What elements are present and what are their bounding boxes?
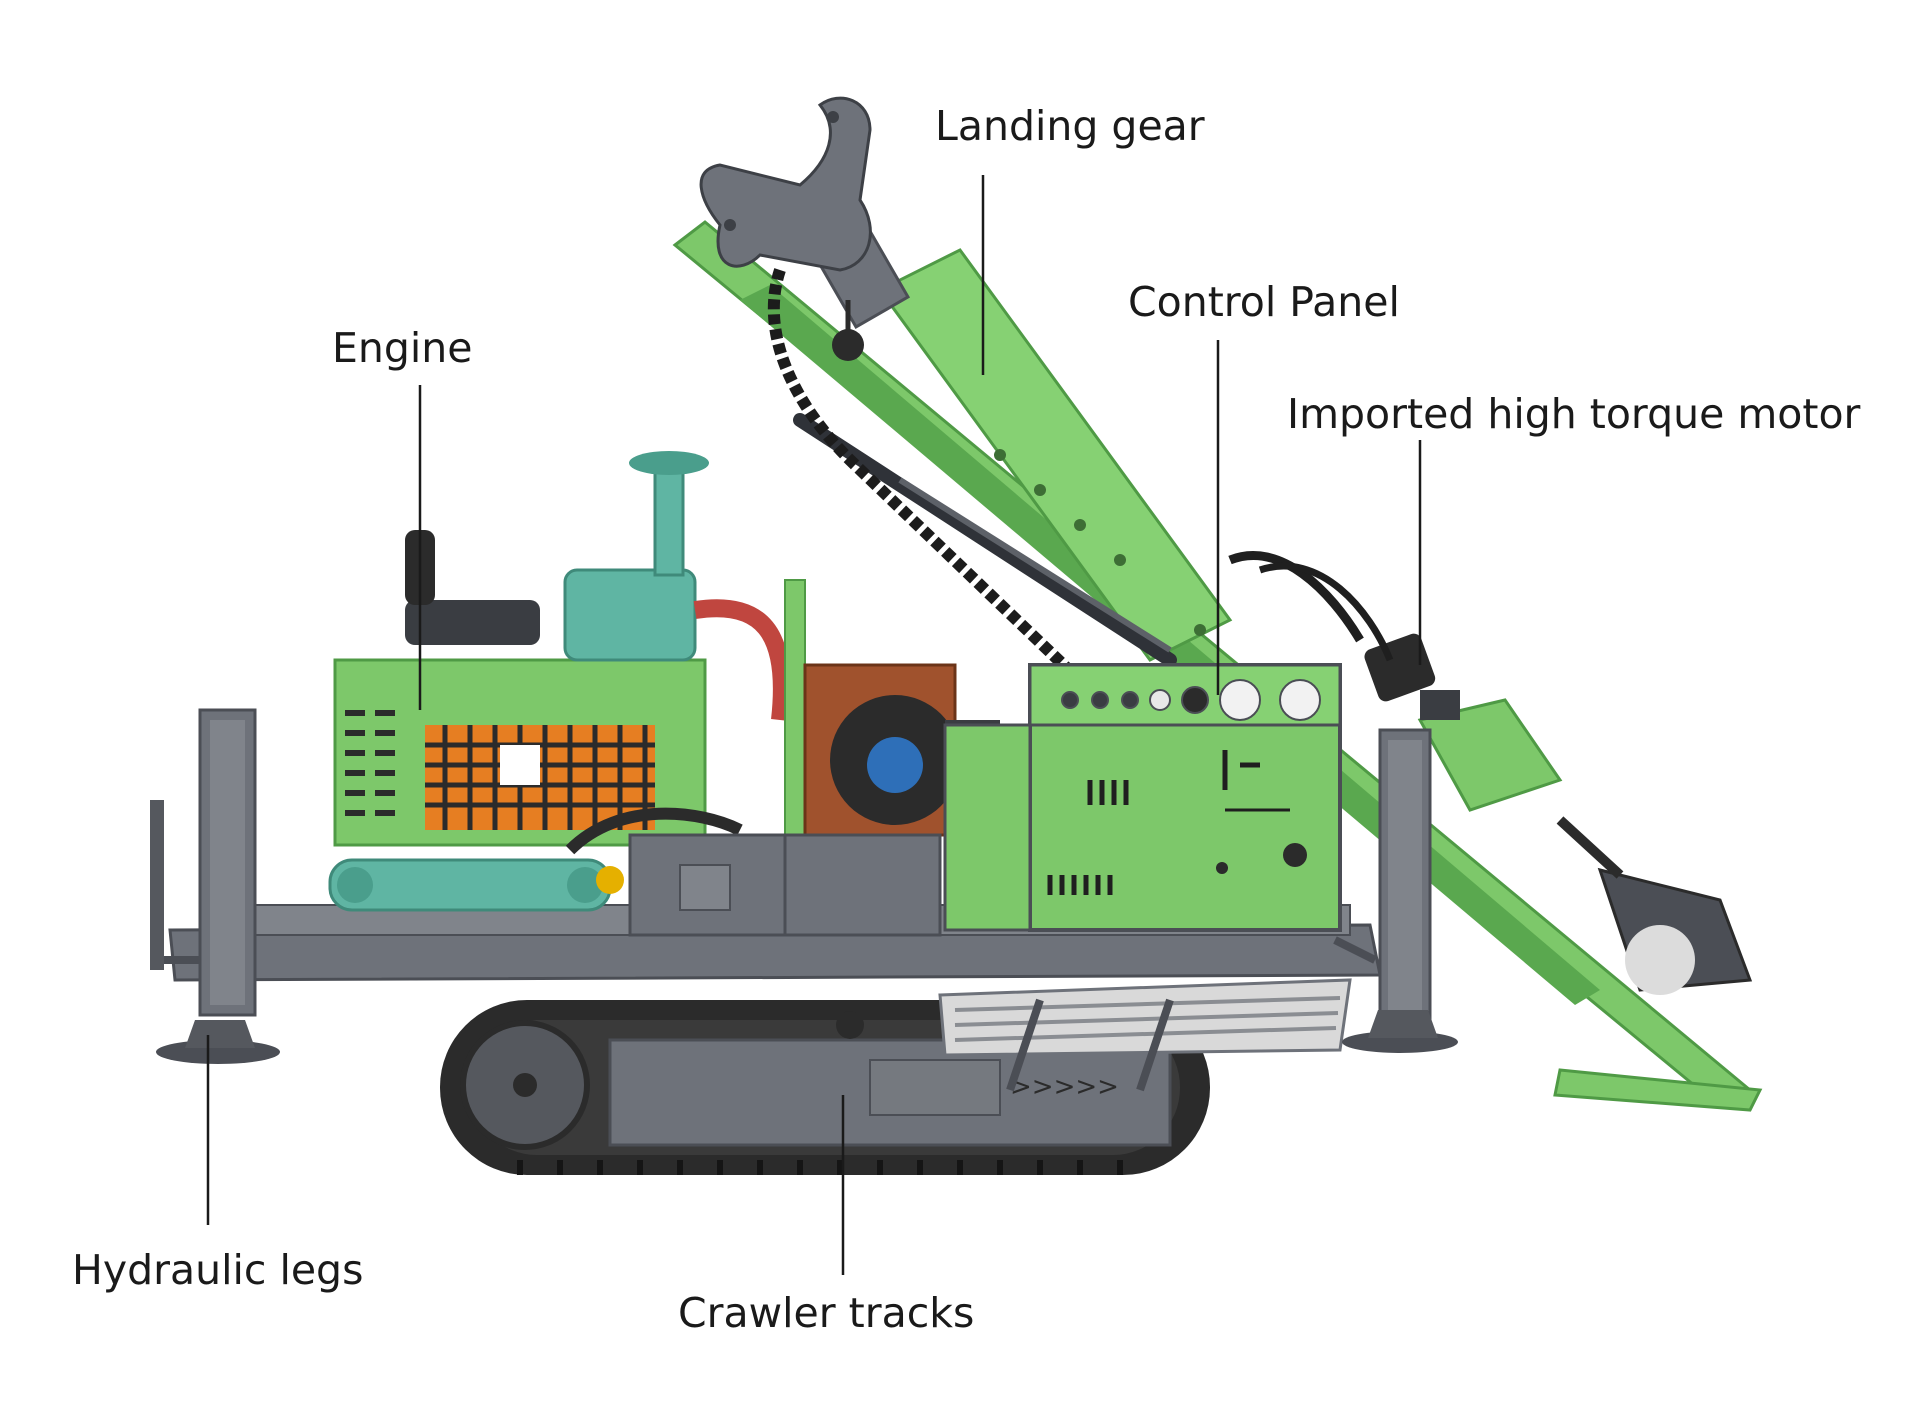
- engine-assembly: [333, 451, 806, 881]
- label-crawler-tracks: Crawler tracks: [678, 1289, 975, 1337]
- label-motor: Imported high torque motor: [1287, 390, 1861, 438]
- oil-cooler: [328, 807, 743, 912]
- rotary-head: [1228, 551, 1763, 1112]
- leader-lines: [206, 175, 1422, 1275]
- hydraulic-leg-front: [150, 708, 280, 1064]
- svg-text:>>>>>: >>>>>: [1010, 1072, 1119, 1102]
- label-engine: Engine: [332, 324, 473, 372]
- label-hydraulic-legs: Hydraulic legs: [72, 1246, 364, 1294]
- label-landing-gear: Landing gear: [935, 102, 1205, 150]
- landing-gear-assembly: [699, 96, 911, 361]
- hydraulic-leg-rear: [1342, 728, 1458, 1053]
- label-control-panel: Control Panel: [1128, 278, 1400, 326]
- control-panel: [943, 663, 1342, 932]
- step-grill: [938, 978, 1352, 1092]
- tool-boxes: [628, 833, 942, 937]
